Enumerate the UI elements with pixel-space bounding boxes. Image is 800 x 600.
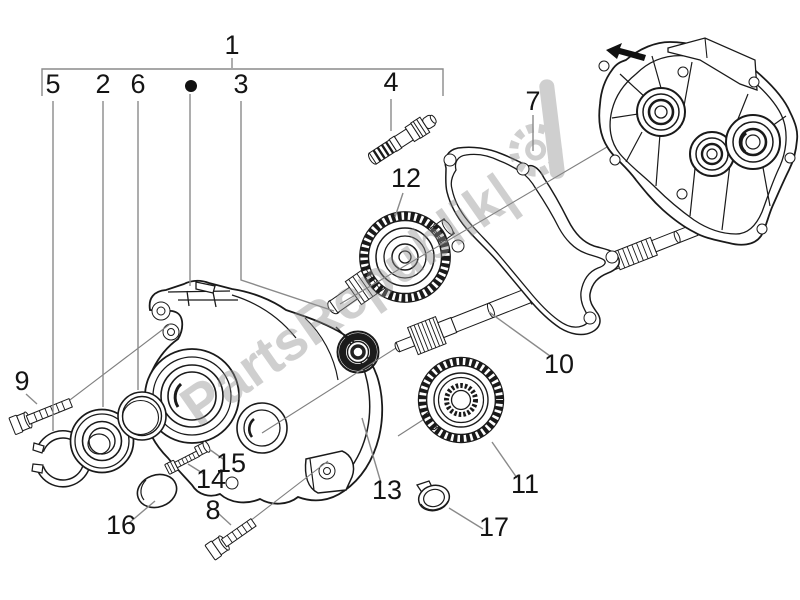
callout-3: 3 <box>233 69 248 99</box>
gear-12-axis-line <box>339 116 659 305</box>
cover-bearing-boss-left <box>636 87 686 137</box>
callout-14: 14 <box>196 464 226 494</box>
callout-2: 2 <box>95 69 110 99</box>
callout-9: 9 <box>14 366 29 396</box>
bolt-9-axis-line <box>57 323 171 410</box>
shaft-bearing-axis-line <box>261 347 397 434</box>
gear-wrench-logo <box>509 79 565 179</box>
gear-11-assembly <box>417 356 505 444</box>
screw-14 <box>164 450 201 475</box>
bolt-8-axis-line <box>249 460 329 522</box>
callout-6: 6 <box>130 69 145 99</box>
callout-10: 10 <box>544 349 574 379</box>
callout-11: 11 <box>511 469 539 499</box>
callout-12: 12 <box>391 163 421 193</box>
callout-17: 17 <box>479 512 509 542</box>
cover-bearing-boss-right <box>725 114 781 170</box>
callout-leader-lines <box>25 58 551 530</box>
callout-1: 1 <box>224 30 239 60</box>
flange-bolt-8 <box>204 517 257 561</box>
gearbox-cover <box>598 37 799 246</box>
direction-arrow-icon <box>606 43 646 61</box>
group-1-bracket <box>41 58 444 96</box>
breather-valve <box>367 114 437 165</box>
assembly-bullet-marker <box>185 80 197 92</box>
flange-bolt-9 <box>8 397 73 435</box>
ball-bearing <box>69 408 135 474</box>
seal-ring <box>117 391 167 441</box>
cap-plug <box>136 473 178 509</box>
callout-5: 5 <box>45 69 60 99</box>
gear-12-assembly <box>327 211 456 315</box>
callout-16: 16 <box>106 510 136 540</box>
cover-gasket <box>443 146 620 336</box>
callout-labels: 1 5 2 6 3 4 7 12 10 9 13 11 17 16 14 15 … <box>14 30 574 542</box>
clamp-ring <box>415 480 451 512</box>
callout-13: 13 <box>372 475 402 505</box>
callout-7: 7 <box>525 86 540 116</box>
nut-15 <box>194 440 211 457</box>
callout-4: 4 <box>383 67 398 97</box>
callout-8: 8 <box>205 495 220 525</box>
callout-15: 15 <box>216 448 246 478</box>
